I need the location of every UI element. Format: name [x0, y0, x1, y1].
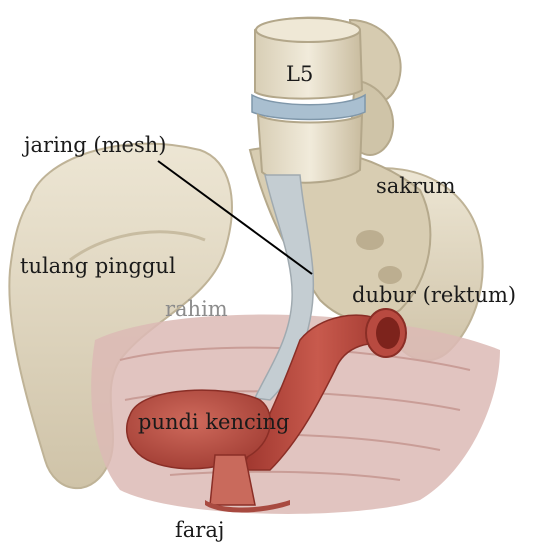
- label-sacrum: sakrum: [376, 174, 456, 198]
- label-vagina: faraj: [175, 518, 224, 542]
- label-l5: L5: [286, 62, 313, 86]
- label-hip-bone: tulang pinggul: [20, 254, 176, 278]
- label-mesh: jaring (mesh): [24, 133, 166, 157]
- label-bladder: pundi kencing: [138, 410, 289, 434]
- label-uterus: rahim: [165, 297, 228, 321]
- label-rectum: dubur (rektum): [352, 283, 516, 307]
